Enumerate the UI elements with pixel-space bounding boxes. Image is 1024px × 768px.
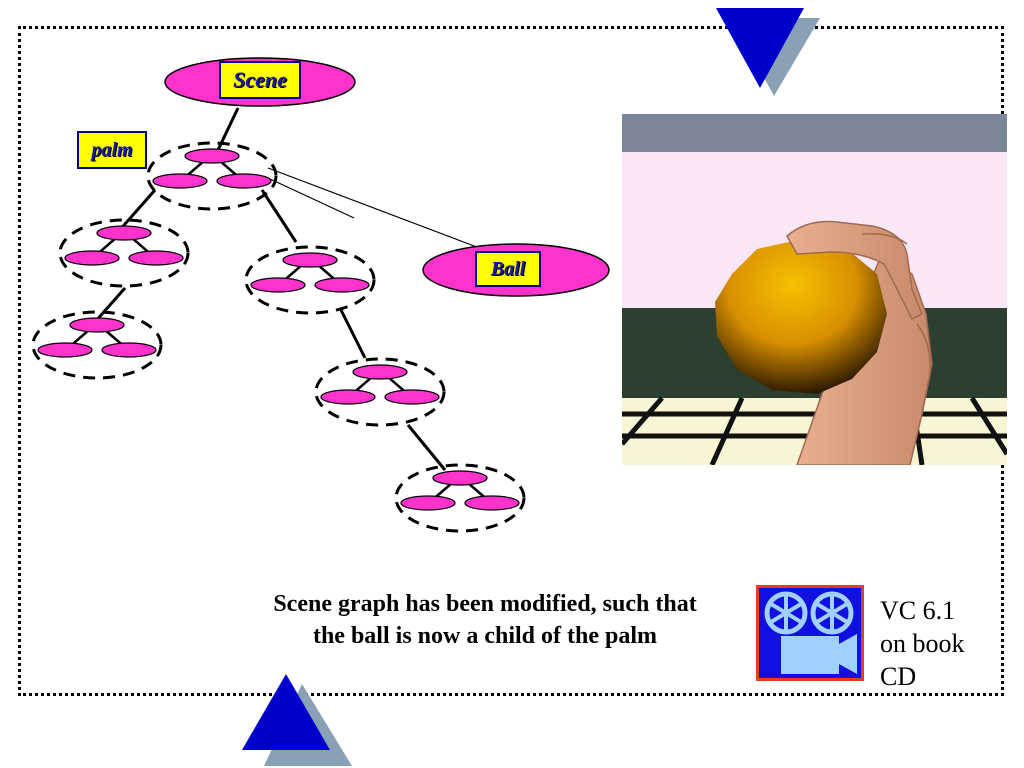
vc-line-2: on book <box>880 629 965 658</box>
scene-label: Scene <box>219 61 301 99</box>
rendered-scene-image <box>622 114 1007 465</box>
triangle-down-icon[interactable] <box>712 6 824 98</box>
palm-label: palm <box>77 131 147 169</box>
node-group-left <box>58 218 190 288</box>
node-group-right-child <box>314 357 446 427</box>
slide-caption: Scene graph has been modified, such that… <box>215 588 755 652</box>
caption-line-2: the ball is now a child of the palm <box>312 623 658 649</box>
vc-line-1: VC 6.1 <box>880 596 956 625</box>
node-group-left-child <box>31 310 163 380</box>
vc-line-3: CD <box>880 662 917 691</box>
node-group-right <box>244 245 376 315</box>
node-group-palm <box>146 141 278 211</box>
triangle-up-icon[interactable] <box>240 672 355 768</box>
film-projector-icon[interactable] <box>756 585 864 681</box>
vc-reference: VC 6.1 on book CD <box>880 594 1000 693</box>
caption-line-1: Scene graph has been modified, such that <box>273 591 697 617</box>
node-group-bottom <box>394 463 526 533</box>
ball-label: Ball <box>475 251 541 287</box>
